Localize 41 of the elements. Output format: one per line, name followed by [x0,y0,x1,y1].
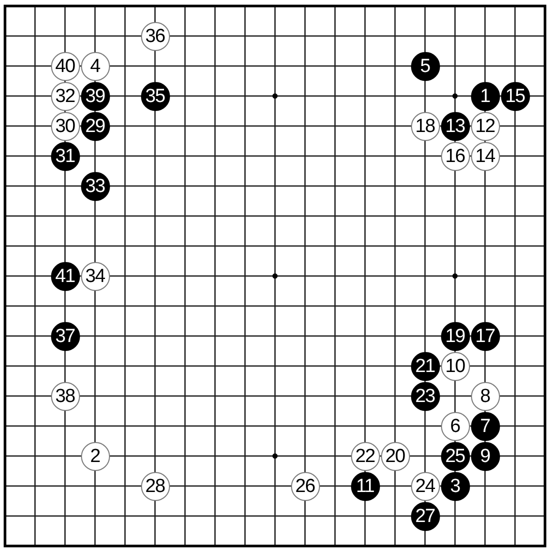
go-stone: 28 [140,472,170,500]
go-stone: 37 [50,322,80,350]
go-stone: 5 [410,52,440,80]
go-stone: 2 [80,442,110,470]
go-stone: 8 [470,382,500,410]
go-stone: 33 [80,172,110,200]
go-stone: 24 [410,472,440,500]
go-stone: 9 [470,442,500,470]
go-stone: 14 [470,142,500,170]
go-stone: 15 [500,82,530,110]
go-stone: 22 [350,442,380,470]
go-stone: 25 [440,442,470,470]
go-stone: 16 [440,142,470,170]
go-stone: 3 [440,472,470,500]
go-stone: 11 [350,472,380,500]
go-stone: 1 [470,82,500,110]
go-stone: 34 [80,262,110,290]
go-stone: 20 [380,442,410,470]
go-stone: 19 [440,322,470,350]
go-stone: 35 [140,82,170,110]
go-stone: 4 [80,52,110,80]
go-stone: 30 [50,112,80,140]
go-stone: 21 [410,352,440,380]
go-stone: 36 [140,22,170,50]
go-stone: 26 [290,472,320,500]
go-stone: 38 [50,382,80,410]
go-stone: 32 [50,82,80,110]
go-stone: 13 [440,112,470,140]
go-stone: 40 [50,52,80,80]
go-stone: 18 [410,112,440,140]
go-stone: 10 [440,352,470,380]
go-stone: 41 [50,262,80,290]
go-stone: 6 [440,412,470,440]
go-stone: 23 [410,382,440,410]
go-stone: 29 [80,112,110,140]
go-stone: 39 [80,82,110,110]
go-stone: 12 [470,112,500,140]
go-stone: 17 [470,322,500,350]
go-stone: 31 [50,142,80,170]
go-stone: 27 [410,502,440,530]
go-stone: 7 [470,412,500,440]
